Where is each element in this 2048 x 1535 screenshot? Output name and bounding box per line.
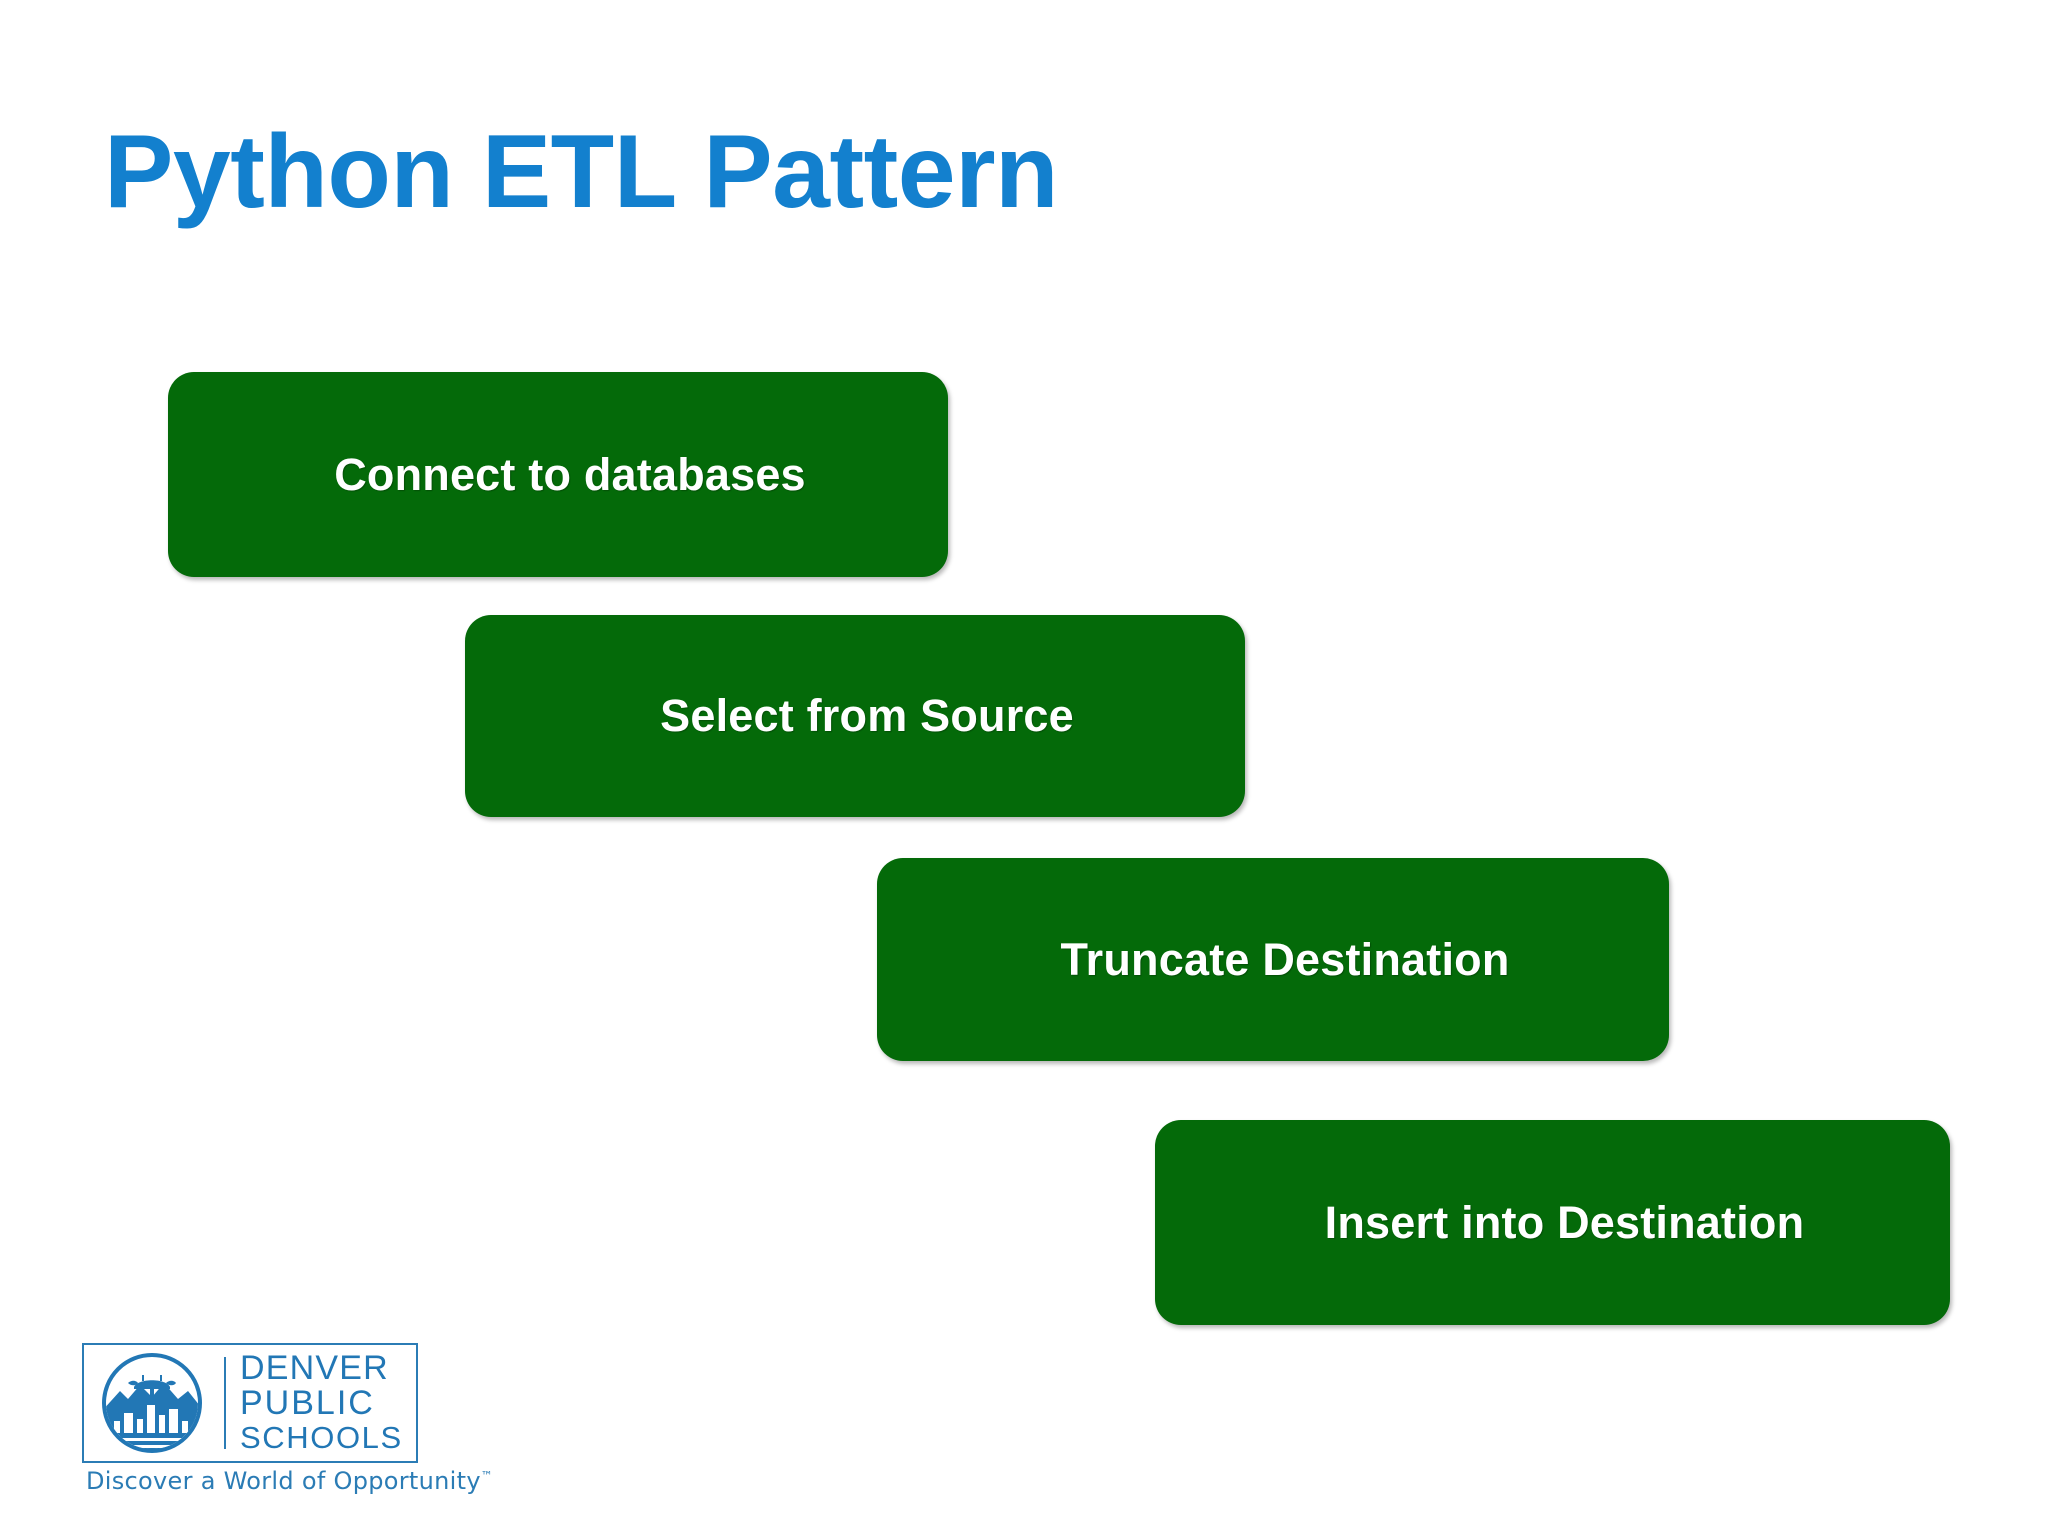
logo-wordmark: DENVER PUBLIC SCHOOLS	[240, 1351, 410, 1455]
process-step-box-3[interactable]: Truncate Destination	[877, 858, 1669, 1061]
process-step-box-2[interactable]: Select from Source	[465, 615, 1245, 817]
logo-word-schools: SCHOOLS	[240, 1420, 403, 1455]
logo-tagline: Discover a World of Opportunity™	[86, 1467, 493, 1495]
process-step-box-4[interactable]: Insert into Destination	[1155, 1120, 1950, 1325]
process-step-label-3: Truncate Destination	[1060, 933, 1510, 985]
process-step-label-4: Insert into Destination	[1324, 1196, 1805, 1248]
process-step-label-1: Connect to databases	[334, 448, 806, 500]
process-step-label-2: Select from Source	[660, 690, 1074, 741]
trademark-icon: ™	[480, 1469, 494, 1483]
page-title: Python ETL Pattern	[104, 114, 1059, 230]
logo-frame	[82, 1343, 418, 1463]
denver-skyline-emblem-icon	[102, 1353, 202, 1453]
process-step-box-1[interactable]: Connect to databases	[168, 372, 948, 577]
logo-word-denver: DENVER	[240, 1349, 389, 1387]
denver-public-schools-logo: DENVER PUBLIC SCHOOLS Discover a World o…	[82, 1343, 493, 1495]
logo-divider	[224, 1357, 226, 1449]
logo-word-public: PUBLIC	[240, 1384, 375, 1422]
logo-tagline-text: Discover a World of Opportunity	[86, 1467, 481, 1495]
